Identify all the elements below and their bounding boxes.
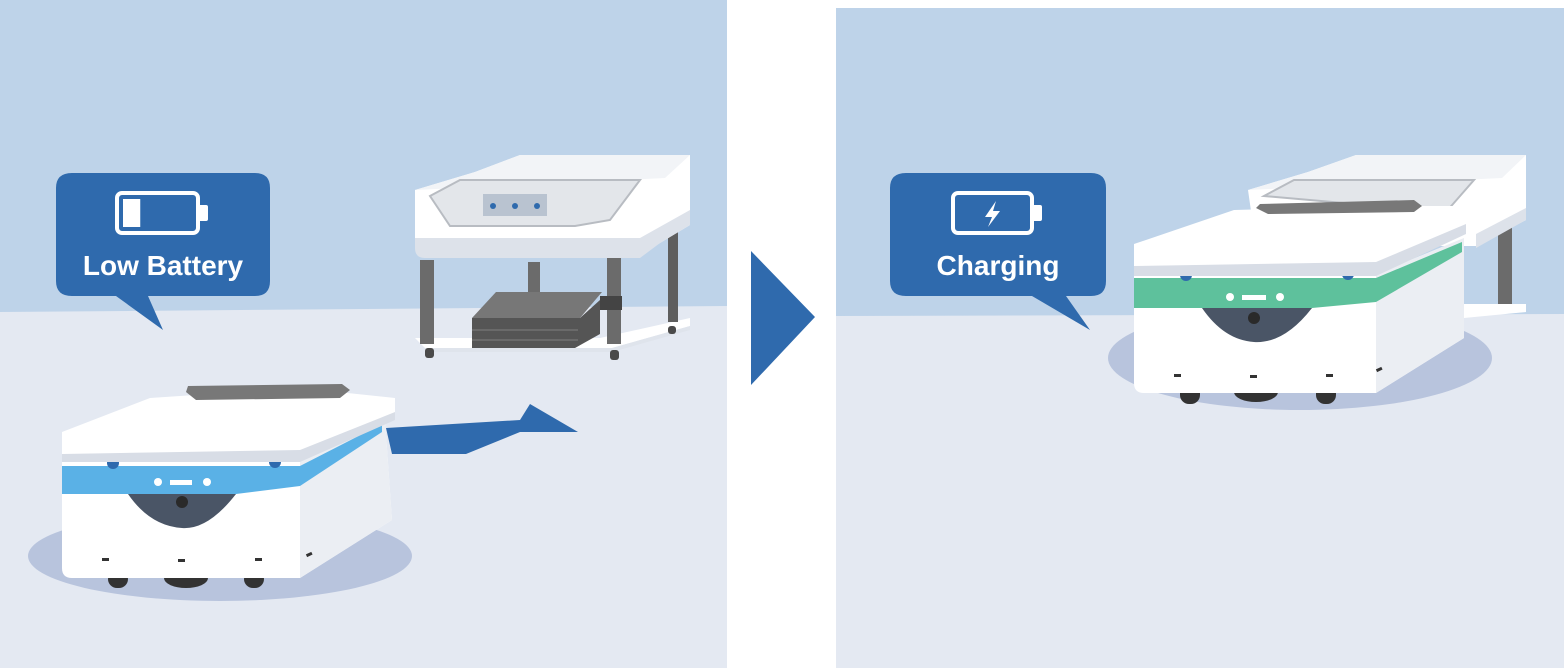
mobile-robot <box>1108 200 1492 410</box>
battery-level-fill <box>123 199 141 227</box>
travel-direction-arrow <box>386 404 578 454</box>
charger-unit <box>472 292 622 348</box>
play-arrow-icon <box>751 251 815 385</box>
status-bubble: Low Battery <box>56 173 270 330</box>
lightning-bolt-icon <box>985 201 1000 227</box>
low-battery-label: Low Battery <box>83 250 244 281</box>
charging-panel: Charging <box>836 8 1564 668</box>
battery-low-icon <box>115 191 208 235</box>
status-bubble: Charging <box>890 173 1106 330</box>
low-battery-scene: Low Battery <box>0 0 727 668</box>
low-battery-panel: Low Battery <box>0 0 727 668</box>
battery-charging-icon <box>951 191 1042 235</box>
charging-scene: Charging <box>836 8 1564 668</box>
mobile-robot <box>28 384 412 601</box>
charging-label: Charging <box>937 250 1060 281</box>
charging-station <box>415 155 690 360</box>
